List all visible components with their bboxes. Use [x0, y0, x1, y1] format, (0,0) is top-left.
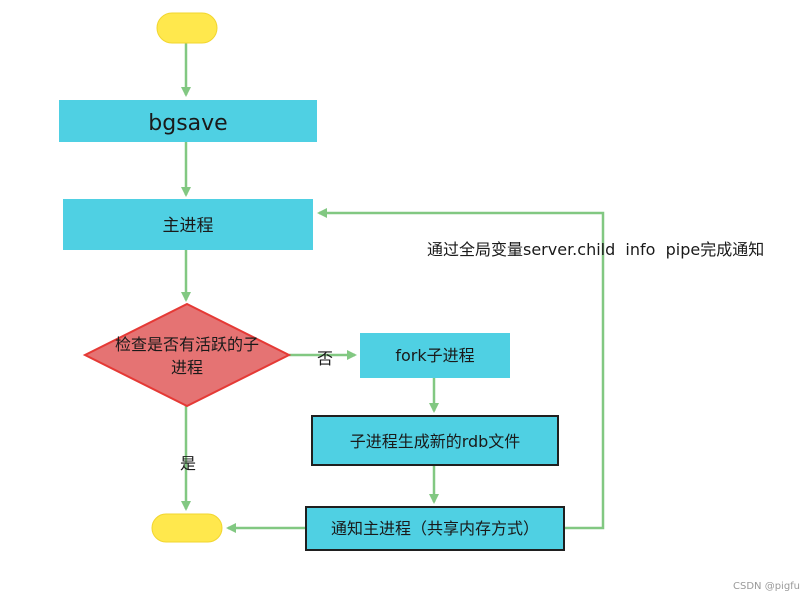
check-decision-label-line2: 进程 — [171, 358, 203, 377]
bgsave-node — [59, 100, 317, 142]
notify-main-node — [305, 506, 565, 551]
end-terminal — [151, 513, 223, 543]
edge-label-no: 否 — [317, 349, 333, 368]
edge-label-yes: 是 — [180, 454, 196, 473]
edge-notify-to-main-feedback — [317, 208, 605, 530]
fork-child-node — [360, 333, 510, 378]
start-terminal — [156, 12, 218, 44]
check-active-child-decision — [82, 302, 292, 408]
child-gen-rdb-label: 子进程生成新的rdb文件 — [350, 432, 521, 451]
fork-child-label: fork子进程 — [395, 346, 474, 365]
main-process-label: 主进程 — [163, 216, 214, 236]
main-process-node — [63, 199, 313, 250]
bgsave-label: bgsave — [148, 111, 227, 136]
edge-label-feedback: 通过全局变量server.child info pipe完成通知 — [427, 240, 764, 259]
watermark-text: CSDN @pigfu — [733, 581, 800, 592]
child-gen-rdb-node — [311, 415, 559, 466]
notify-main-label: 通知主进程（共享内存方式） — [331, 519, 539, 538]
check-decision-label-line1: 检查是否有活跃的子 — [115, 335, 259, 354]
edges — [181, 43, 605, 533]
